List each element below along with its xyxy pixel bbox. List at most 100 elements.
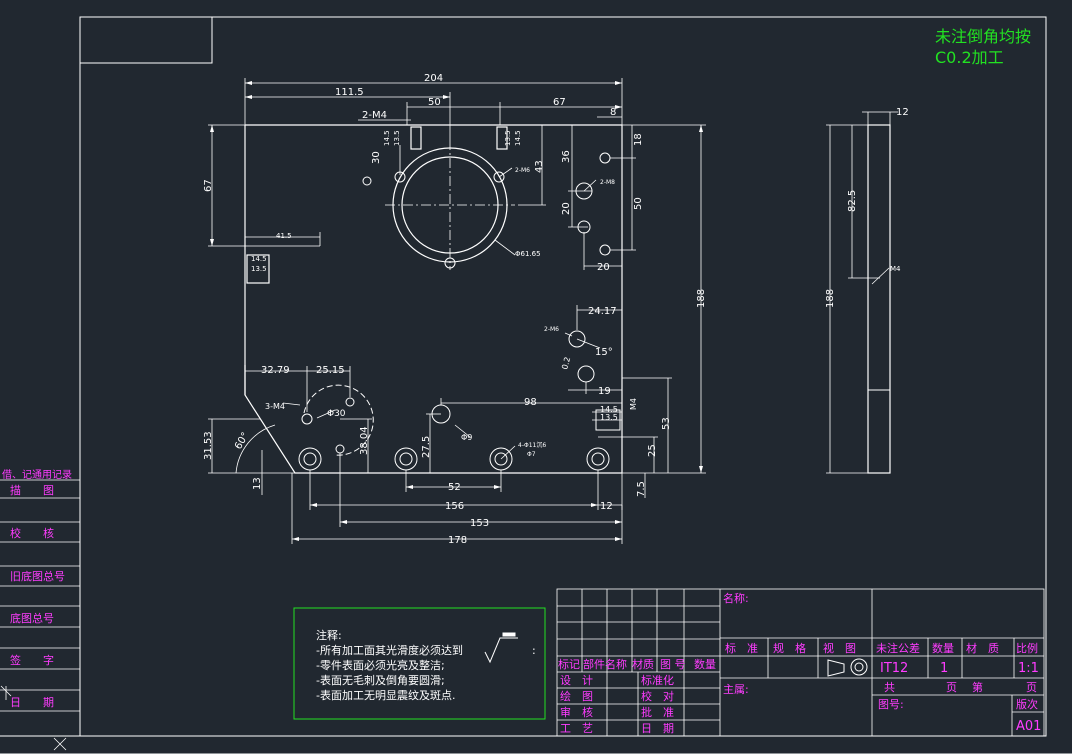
dim-7-5: 7.5 [636,481,647,497]
left-strip-label-4: 底图总号 [10,611,54,625]
tb-header-right-5: 材 质 [966,641,999,655]
dim-18: 18 [633,133,644,146]
projection-symbol-icon [827,658,868,677]
tb-row-mid-0: 标准化 [641,673,674,687]
dim-2m8: 2-M8 [600,179,615,186]
dim-50-right: 50 [633,197,644,210]
tb-row-left-2: 审 核 [560,705,593,719]
tb-owner-label: 主属: [723,683,749,696]
dim-m4-side: M4 [890,265,901,273]
tb-revision: A01 [1016,719,1041,734]
dim-31-53: 31.53 [203,431,214,460]
left-strip-label-2: 校 核 [10,526,54,540]
dim-156: 156 [445,501,464,512]
dim-82-5: 82.5 [847,190,858,212]
dimension-arrows [210,81,703,541]
dim-20-bottom: 20 [597,262,610,273]
tb-header-right-0: 标 准 [725,641,758,655]
dim-2m6-mid: 2-M6 [544,326,559,333]
tb-header-right-3: 未注公差 [876,641,920,655]
dim-8: 8 [610,107,616,118]
dim-32-79: 32.79 [261,365,290,376]
dim-98: 98 [524,397,537,408]
notes-title: 注释: [316,628,342,642]
notes-line-2: -表面无毛刺及倒角要圆滑; [316,673,445,687]
dim-phi30: Φ30 [327,409,346,419]
dim-15deg: 15° [595,347,613,358]
tb-name-label: 名称: [723,591,749,605]
dim-2m4: 2-M4 [362,110,387,121]
dim-188-side: 188 [825,289,836,308]
dim-153: 153 [470,518,489,529]
dim-13-5c: 13.5 [251,265,267,273]
dim-13-5b: 13.5 [504,130,512,146]
tb-header-left-2: 材质 [632,657,654,671]
dim-14-5c: 14.5 [251,255,267,263]
dimension-text: 204 111.5 50 67 8 2-M4 30 14.5 13.5 13.5… [203,73,909,546]
tb-row-left-0: 设 计 [560,674,593,687]
side-view [826,111,898,474]
dim-12-bottom: 12 [600,501,613,512]
dim-3m4: 3-M4 [265,402,285,411]
dim-4phi11: 4-Φ11沉6 [518,441,546,449]
dim-19: 19 [598,386,611,397]
left-strip-label-1: 描 图 [10,483,54,497]
corner-note-line1: 未注倒角均按 [935,27,1031,46]
tb-header-right-6: 比例 [1016,641,1038,655]
dim-27-5: 27.5 [421,436,432,458]
dim-13: 13 [252,477,263,490]
tb-total-label: 共 [884,681,895,694]
tb-header-left-4: 数量 [694,658,716,671]
dim-14-5d: 14.5 [600,405,618,414]
dim-13-5d: 13.5 [600,413,618,422]
main-bore [385,140,515,270]
dim-178: 178 [448,535,467,546]
dim-14-5a: 14.5 [383,130,391,146]
tb-header-left-3: 图 号 [660,658,686,671]
left-strip-labels: 借、记通用记录 描 图 校 核 旧底图总号 底图总号 签 字 日 期 [2,469,72,709]
dim-phi7: Φ7 [527,451,536,458]
dim-2m6-top: 2-M6 [515,167,530,174]
tb-row-mid-1: 校 对 [641,689,674,703]
dim-14-5b: 14.5 [514,130,522,146]
tb-header-right-4: 数量 [932,642,954,655]
dim-20-left: 20 [561,202,572,215]
tb-scale: 1:1 [1018,661,1039,676]
notes-line-0: -所有加工面其光滑度必须达到 [316,643,463,657]
dim-24-17: 24.17 [588,306,617,317]
dim-12-side: 12 [896,107,909,118]
dim-13-5a: 13.5 [393,130,401,146]
front-dimension-lines [208,78,706,544]
tb-row-mid-3: 日 期 [641,722,674,735]
dim-53: 53 [661,417,672,430]
tb-row-left-1: 绘 图 [560,689,593,703]
dim-25: 25 [647,444,658,457]
tb-row-mid-2: 批 准 [641,705,674,719]
left-strip-label-6: 日 期 [10,696,54,709]
tb-header-left-1: 部件名称 [583,657,627,671]
dim-38-04: 38.04 [359,426,370,455]
dim-36: 36 [561,150,572,163]
notes-line-1: -零件表面必须光亮及整洁; [316,658,445,672]
dim-52: 52 [448,482,461,493]
left-strip-table [0,479,80,751]
dim-111-5: 111.5 [335,87,364,98]
dim-188: 188 [696,289,707,308]
notes-box [293,607,546,720]
dim-60deg: 60° [233,431,251,452]
tb-row-left-3: 工 艺 [560,722,593,735]
dim-43: 43 [534,160,545,173]
notes-text: 注释: -所有加工面其光滑度必须达到 -零件表面必须光亮及整洁; -表面无毛刺及… [316,628,536,702]
dim-25-15: 25.15 [316,365,345,376]
tb-drawing-no-label: 图号: [878,698,904,711]
corner-note-line2: C0.2加工 [935,48,1004,67]
tb-sheet-page-label: 页 [1026,681,1037,694]
tb-header-right-1: 规 格 [773,641,806,655]
notes-roughness-colon: : [532,644,536,657]
left-strip-label-5: 签 字 [10,653,54,667]
dim-30: 30 [371,151,382,164]
dim-204: 204 [424,73,443,84]
dim-phi61: Φ61.65 [515,250,541,258]
dim-phi9: Φ9 [461,433,472,442]
